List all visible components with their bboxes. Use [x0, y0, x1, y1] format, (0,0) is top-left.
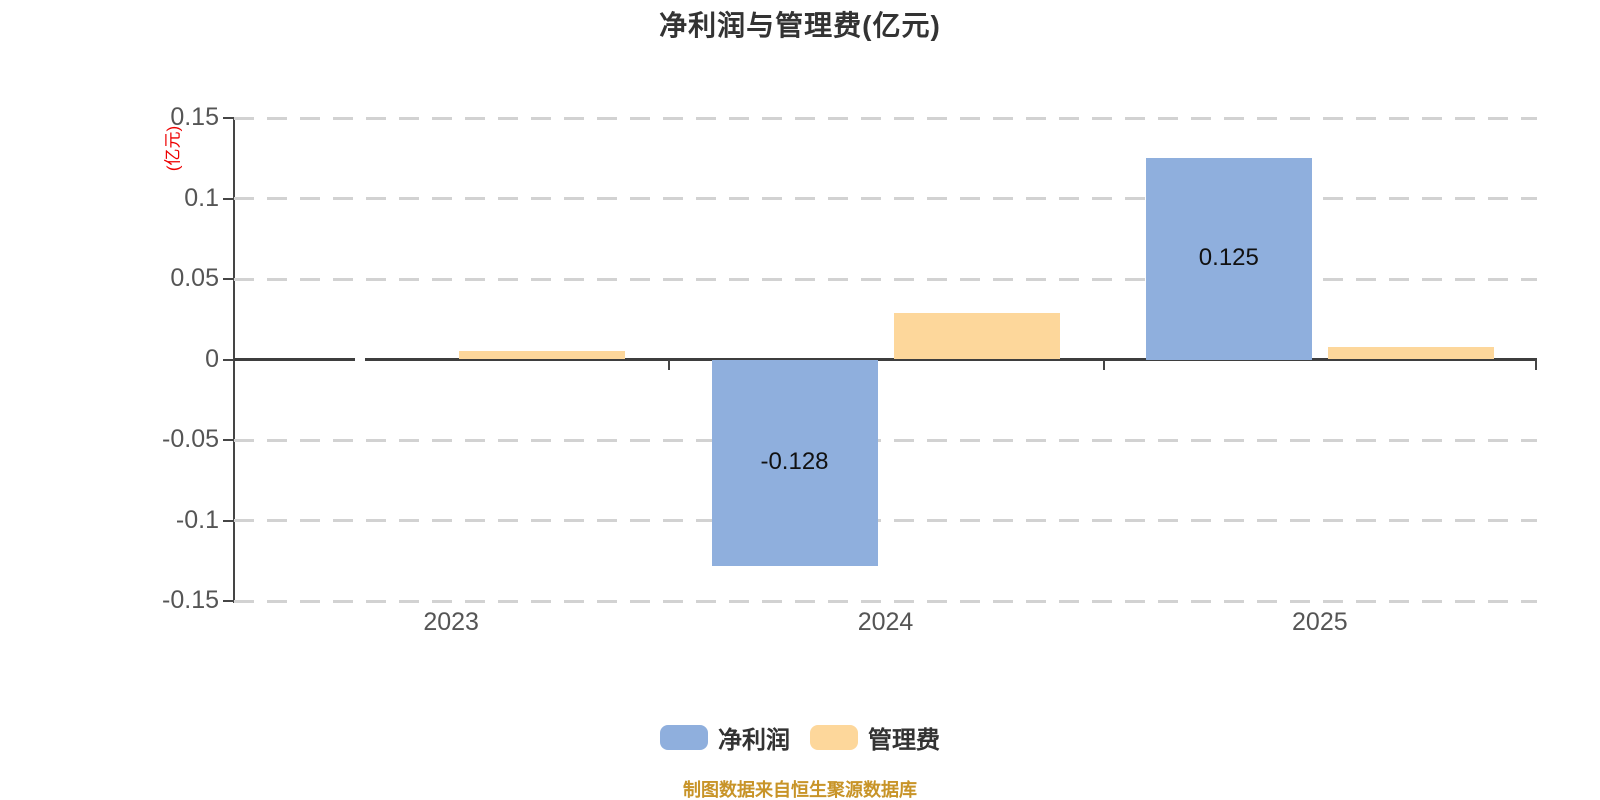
legend-label: 净利润: [718, 727, 790, 754]
legend-item: 管理费: [810, 720, 940, 755]
y-tick-label: 0.15: [170, 103, 219, 131]
y-axis-tick: [223, 439, 234, 441]
bar-管理费-2023: [459, 351, 626, 360]
y-axis-tick: [223, 600, 234, 602]
data-source-note: 制图数据来自恒生聚源数据库: [683, 780, 917, 800]
plot-area: -0.128 0.125: [223, 116, 1537, 603]
x-axis-tick-labels: 2023 2024 2025: [234, 606, 1537, 642]
gridline: [234, 277, 1537, 281]
gridline: [234, 116, 1537, 120]
x-axis-tick: [1535, 359, 1537, 370]
y-tick-label: -0.05: [162, 425, 219, 453]
gridline: [234, 599, 1537, 603]
y-tick-label: -0.1: [175, 505, 219, 534]
gridline: [234, 519, 1537, 522]
legend-item: 净利润: [660, 720, 790, 755]
y-axis-tick: [223, 358, 234, 361]
legend-label: 管理费: [868, 727, 940, 754]
y-axis-tick-labels: 0.15 0.1 0.05 0 -0.05 -0.1 -0.15: [0, 103, 219, 614]
legend-swatch: [810, 725, 858, 750]
y-axis-tick: [223, 278, 234, 280]
x-axis-tick: [668, 359, 671, 370]
y-axis-tick: [223, 519, 234, 522]
x-tick-label: 2024: [857, 608, 914, 636]
gridline: [234, 438, 1537, 442]
bar-管理费-2024: [893, 312, 1060, 360]
bar-净利润-2025: [1145, 158, 1312, 360]
y-axis-tick: [223, 117, 234, 119]
x-axis-tick: [1102, 359, 1105, 370]
bar-管理费-2025: [1327, 346, 1494, 360]
x-tick-label: 2023: [423, 608, 479, 636]
y-tick-label: 0.1: [184, 183, 219, 212]
zero-gridline: [234, 358, 1537, 361]
chart-title: 净利润与管理费(亿元): [659, 10, 941, 41]
y-tick-label: 0: [205, 344, 219, 373]
zero-line-gap: [355, 358, 366, 361]
bar-value-label: 0.125: [1198, 243, 1259, 271]
x-tick-label: 2025: [1292, 608, 1348, 636]
legend-swatch: [660, 725, 708, 750]
y-tick-label: -0.15: [162, 586, 219, 614]
y-axis-tick: [223, 197, 234, 200]
bar-净利润-2024: [711, 359, 878, 566]
legend: 净利润 管理费: [0, 720, 1600, 755]
y-tick-label: 0.05: [170, 264, 219, 292]
gridline: [234, 197, 1537, 200]
bar-value-label: -0.128: [760, 447, 829, 475]
